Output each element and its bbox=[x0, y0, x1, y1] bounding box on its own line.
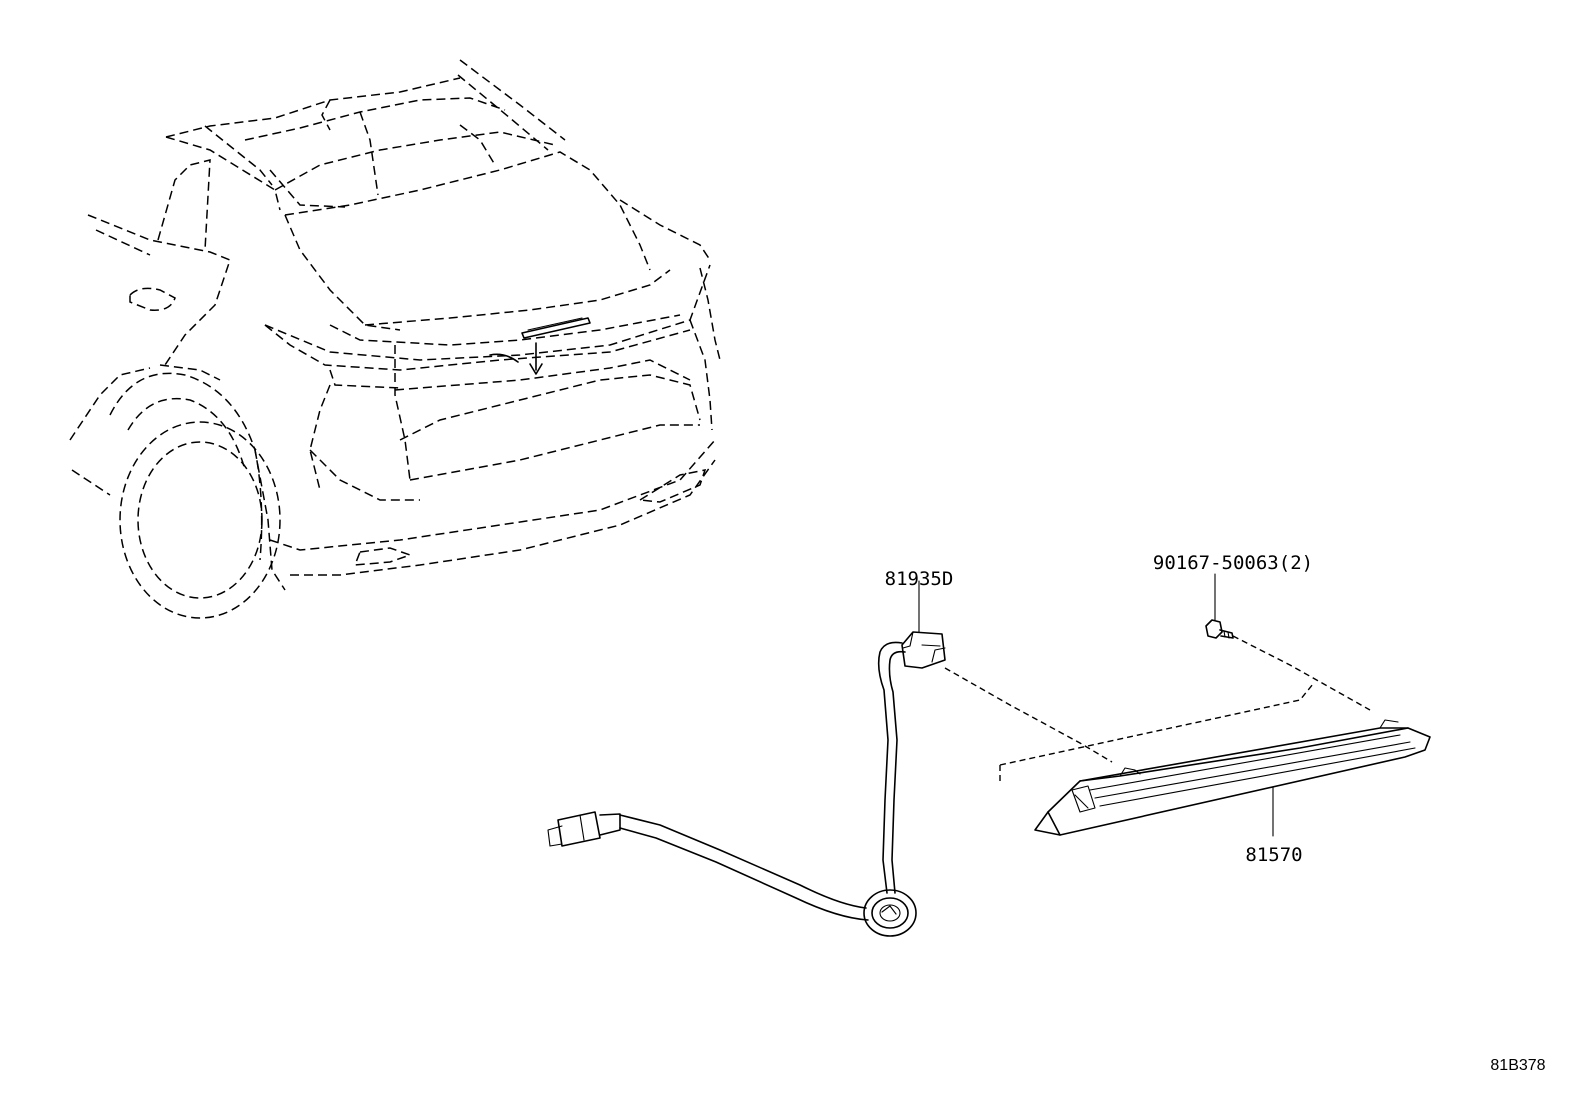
vehicle-rear-illustration bbox=[69, 59, 721, 619]
part-number-label-bolt: 90167-50063(2) bbox=[1153, 552, 1313, 574]
assembly-guide-lines bbox=[944, 635, 1371, 785]
part-number-label-lamp: 81570 bbox=[1245, 844, 1302, 866]
wiring-harness bbox=[547, 631, 946, 937]
stop-lamp-assembly bbox=[1034, 719, 1431, 836]
leader-lines bbox=[918, 573, 1274, 837]
diagram-code: 81B378 bbox=[1490, 1057, 1545, 1074]
bolt-part bbox=[1205, 619, 1234, 639]
part-number-label-cable: 81935D bbox=[885, 568, 954, 590]
